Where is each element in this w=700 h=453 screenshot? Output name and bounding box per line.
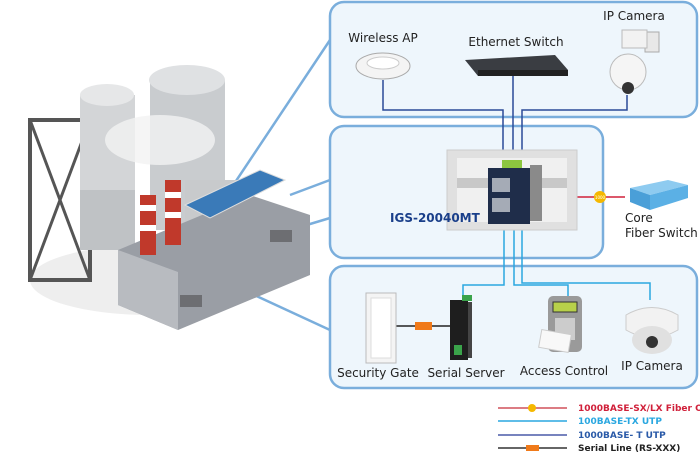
core-fiber-switch-icon bbox=[630, 180, 688, 210]
security-gate-icon bbox=[365, 292, 397, 364]
ethernet-switch-icon bbox=[465, 55, 568, 76]
factory-illustration bbox=[28, 65, 310, 330]
security-gate-label: Security Gate bbox=[337, 366, 419, 380]
svg-text:100BASE-TX UTP: 100BASE-TX UTP bbox=[578, 417, 662, 427]
core-label-line1: Core bbox=[625, 211, 653, 225]
ip-camera-ptz-icon bbox=[609, 29, 660, 94]
ip-camera-bottom-label: IP Camera bbox=[621, 359, 683, 373]
svg-text:1000BASE-SX/LX Fiber Optic: 1000BASE-SX/LX Fiber Optic bbox=[578, 404, 700, 414]
legend-item-fiber: 1000BASE-SX/LX Fiber Optic bbox=[498, 404, 700, 414]
ethernet-switch-label: Ethernet Switch bbox=[468, 35, 563, 49]
svg-text:1000BASE- T UTP: 1000BASE- T UTP bbox=[578, 431, 666, 441]
model-label: IGS-20040MT bbox=[390, 211, 481, 225]
svg-text:1000: 1000 bbox=[595, 195, 606, 200]
ip-camera-top-label: IP Camera bbox=[603, 9, 665, 23]
wireless-ap-icon bbox=[355, 52, 411, 80]
legend: 1000BASE-SX/LX Fiber Optic 100BASE-TX UT… bbox=[498, 404, 700, 453]
ip-camera-dome-icon bbox=[625, 307, 679, 354]
access-control-label: Access Control bbox=[520, 364, 608, 378]
core-label-line2: Fiber Switch bbox=[625, 226, 698, 240]
serial-server-label: Serial Server bbox=[427, 366, 504, 380]
legend-item-100base-tx: 100BASE-TX UTP bbox=[498, 417, 662, 427]
svg-text:Serial Line (RS-XXX): Serial Line (RS-XXX) bbox=[578, 444, 680, 453]
serial-badge bbox=[415, 322, 432, 330]
serial-server-icon bbox=[450, 295, 472, 360]
wireless-ap-label: Wireless AP bbox=[348, 31, 417, 45]
legend-item-1000base-t: 1000BASE- T UTP bbox=[498, 431, 666, 441]
legend-item-serial: Serial Line (RS-XXX) bbox=[498, 444, 680, 453]
fiber-badge: 1000 bbox=[594, 191, 606, 203]
igs-20040mt-switch-icon bbox=[488, 160, 542, 224]
access-control-icon bbox=[538, 296, 582, 354]
